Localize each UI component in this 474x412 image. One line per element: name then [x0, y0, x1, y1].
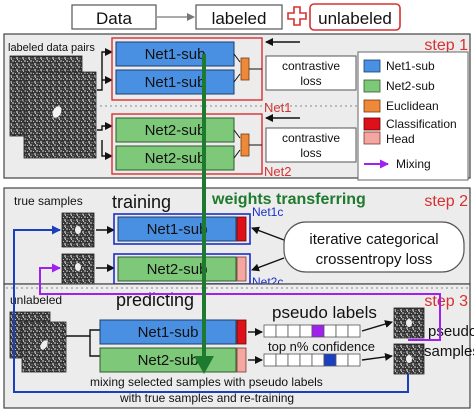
predict-net2-head [236, 347, 247, 373]
legend-net2-label: Net2-sub [386, 79, 435, 93]
mixing-blue-arrow [13, 225, 409, 393]
contrastive-loss-box-2 [265, 127, 357, 163]
labeled-image-front [23, 71, 97, 159]
mixing-text-line2: with true samples and re-training [119, 391, 294, 405]
mixing-purple-arrow [39, 263, 441, 341]
predict-net1-head [236, 319, 247, 345]
unlabeled-label-step3: unlabeled [10, 293, 62, 307]
net2c-block [117, 256, 237, 282]
legend-classification-label: Classification [386, 117, 457, 131]
net1c-group [113, 213, 251, 245]
net2-sub-block-b [115, 145, 235, 171]
step2-panel: step 2 weights transferring true samples… [3, 187, 471, 289]
predict-net2-block [99, 347, 237, 373]
legend-net2-swatch [363, 79, 381, 93]
pair-arrow-net1 [97, 48, 113, 91]
legend-euclidean-swatch [363, 99, 381, 113]
pseudo-label-bar-1 [263, 324, 361, 338]
labeled-box [195, 4, 283, 30]
crossentropy-loss-box [283, 221, 465, 273]
net1-sub-block-b [115, 69, 235, 95]
unlabeled-box [309, 3, 401, 31]
legend-head-swatch [363, 131, 381, 145]
contrastive-loss-2-line1: contrastive [282, 131, 340, 145]
pseudo-labels-label: pseudo labels [272, 303, 377, 322]
net2c-head [236, 256, 247, 282]
step2-label: step 2 [424, 193, 468, 210]
pseudo-label-bar-2 [263, 353, 361, 367]
confidence-label: top n% confidence [268, 339, 375, 354]
pseudo-sample-2 [393, 343, 425, 375]
header: Data labeled unlabeled [71, 3, 401, 31]
crossentropy-loss-line2: crossentropy loss [316, 251, 433, 268]
net2-sub-label-a: Net2-sub [145, 122, 206, 139]
net2-group-label: Net2 [264, 164, 291, 179]
crossentropy-loss-line1: iterative categorical [309, 231, 438, 248]
net2-group [111, 113, 263, 175]
pseudo-samples-line2: samples [424, 343, 474, 360]
legend-mixing-label: Mixing [396, 157, 431, 171]
weights-transfer-arrow [194, 54, 214, 374]
plus-icon [287, 6, 307, 26]
net1c-block [117, 216, 237, 242]
data-label: Data [96, 9, 132, 28]
pair-arrow-net2 [97, 122, 113, 131]
predict-net2-label: Net2-sub [138, 352, 199, 369]
pseudo-samples-line1: pseudo [428, 323, 474, 340]
euclidean-block-2 [240, 133, 250, 157]
contrastive-loss-2-line2: loss [300, 146, 321, 160]
net1-sub-block-a [115, 41, 235, 67]
contrastive-loss-box-1 [265, 55, 357, 91]
step1-label: step 1 [424, 37, 468, 54]
euclidean-block-1 [240, 57, 250, 81]
legend-euclidean-label: Euclidean [386, 99, 439, 113]
step3-label: step 3 [424, 293, 468, 310]
contrastive-loss-1-line2: loss [300, 74, 321, 88]
net2c-block-label: Net2-sub [147, 261, 208, 278]
net1-group-label: Net1 [264, 100, 291, 115]
pairs-label: labeled data pairs [8, 42, 95, 54]
step3-panel: step 3 unlabeled predicting pseudo label… [3, 283, 474, 409]
net1c-label: Net1c [252, 205, 283, 219]
legend-net1-label: Net1-sub [386, 59, 435, 73]
mixing-text-line1: mixing selected samples with pseudo labe… [90, 375, 323, 389]
legend: Net1-sub Net2-sub Euclidean Classificati… [357, 51, 469, 181]
net1-sub-label-b: Net1-sub [145, 74, 206, 91]
training-label: training [112, 192, 171, 212]
net2-sub-label-b: Net2-sub [145, 150, 206, 167]
true-samples-label: true samples [14, 194, 83, 208]
weights-transferring-label: weights transferring [211, 191, 366, 208]
legend-net1-swatch [363, 59, 381, 73]
net1c-classification-head [236, 216, 247, 242]
unlabeled-label: unlabeled [318, 9, 392, 28]
net1c-block-label: Net1-sub [147, 221, 208, 238]
labeled-label: labeled [212, 9, 267, 28]
net1-sub-label-a: Net1-sub [145, 46, 206, 63]
legend-head-label: Head [386, 132, 415, 146]
predict-net1-label: Net1-sub [138, 324, 199, 341]
contrastive-loss-1-line1: contrastive [282, 59, 340, 73]
predict-net1-block [99, 319, 237, 345]
legend-classification-swatch [363, 117, 381, 131]
data-box [71, 4, 157, 30]
